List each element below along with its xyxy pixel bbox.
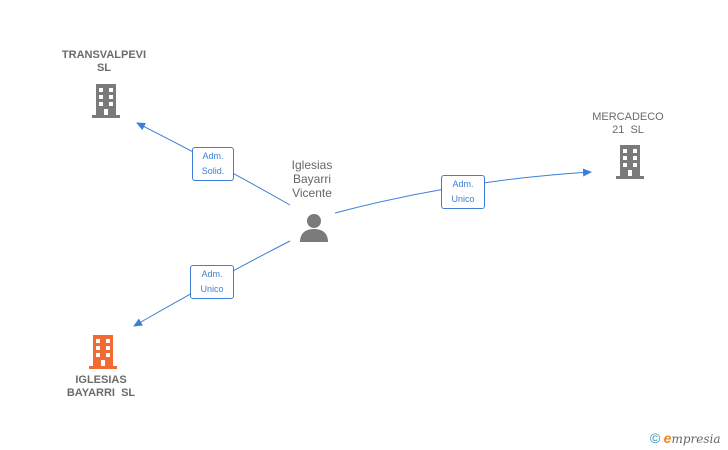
company-name-line: IGLESIAS [75, 374, 127, 386]
relation-badge-transvalpevi[interactable]: Adm. Solid. [192, 147, 234, 181]
person-name-line: Vicente [292, 186, 332, 200]
person-name-line: Iglesias [291, 158, 333, 172]
brand-name: mpresia [671, 432, 721, 446]
company-label-transvalpevi[interactable]: TRANSVALPEVI SL [44, 49, 164, 75]
person-label[interactable]: Iglesias Bayarri Vicente [262, 158, 362, 200]
relation-type-line: Adm. [201, 269, 223, 279]
company-label-iglesias-bayarri[interactable]: IGLESIAS BAYARRI SL [41, 374, 161, 400]
building-icon[interactable] [90, 84, 122, 118]
brand-logo: © empresia [650, 430, 721, 446]
relation-badge-mercadeco[interactable]: Adm. Unico [441, 175, 485, 209]
relation-badge-iglesias-bayarri[interactable]: Adm. Unico [190, 265, 234, 299]
building-icon[interactable] [614, 145, 646, 179]
brand-initial: e [663, 430, 672, 446]
company-name-line: BAYARRI SL [66, 387, 136, 399]
relation-type-line: Solid. [201, 166, 225, 176]
person-icon[interactable] [299, 212, 329, 242]
company-name-line: MERCADECO [592, 111, 664, 123]
relation-type-line: Adm. [452, 179, 474, 189]
company-name-line: SL [96, 62, 112, 74]
person-name-line: Bayarri [292, 172, 331, 186]
relation-type-line: Adm. [202, 151, 224, 161]
company-name-line: 21 SL [612, 124, 644, 136]
copyright-symbol: © [650, 430, 661, 446]
relation-type-line: Unico [200, 284, 224, 294]
company-name-line: TRANSVALPEVI [61, 49, 147, 61]
relation-type-line: Unico [451, 194, 475, 204]
company-label-mercadeco[interactable]: MERCADECO 21 SL [568, 111, 688, 137]
building-icon[interactable] [87, 335, 119, 369]
